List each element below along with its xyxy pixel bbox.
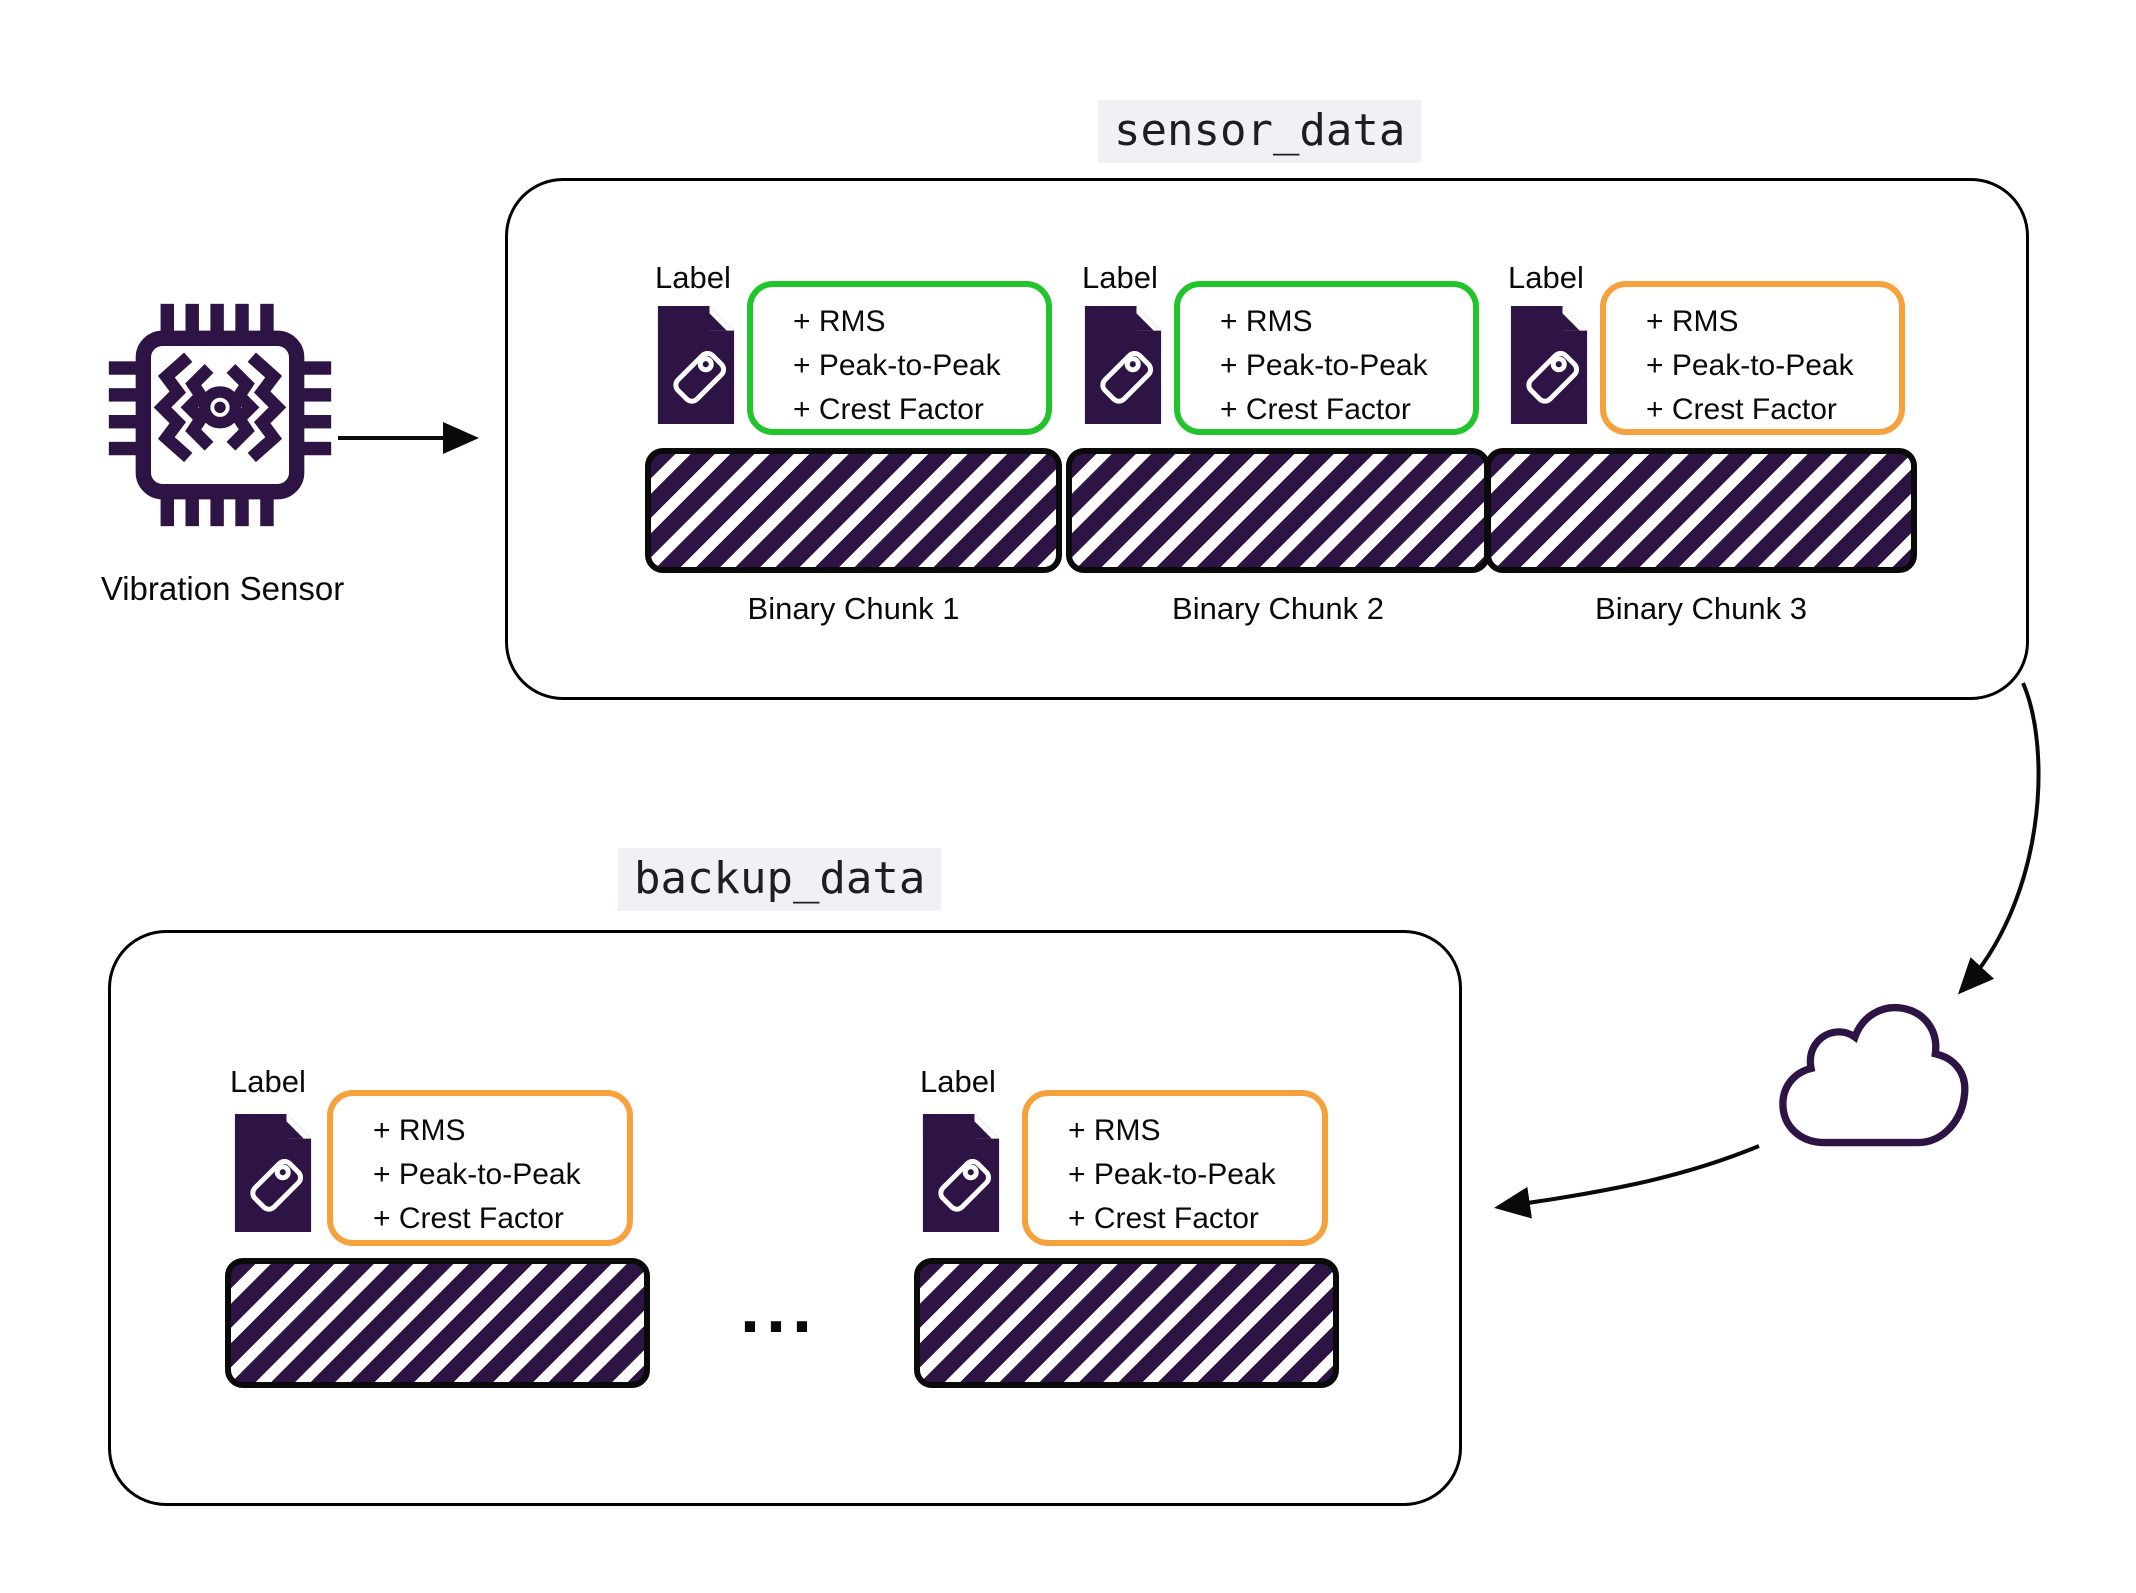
feature-line: + Peak-to-Peak xyxy=(1068,1158,1276,1191)
feature-box: + RMS + Peak-to-Peak + Crest Factor xyxy=(1022,1090,1328,1246)
binary-chunk-bar xyxy=(225,1258,650,1388)
label-tag-document-icon xyxy=(653,302,739,428)
feature-box: + RMS + Peak-to-Peak + Crest Factor xyxy=(1174,281,1479,435)
feature-line: + RMS xyxy=(1068,1114,1161,1147)
label-tag-document-icon xyxy=(918,1110,1004,1236)
feature-box: + RMS + Peak-to-Peak + Crest Factor xyxy=(1600,281,1905,435)
feature-line: + Crest Factor xyxy=(1220,393,1411,426)
feature-line: + Peak-to-Peak xyxy=(793,349,1001,382)
feature-line: + RMS xyxy=(1220,305,1313,338)
feature-line: + Peak-to-Peak xyxy=(1646,349,1854,382)
binary-chunk-label: Binary Chunk 3 xyxy=(1595,591,1807,626)
feature-box: + RMS + Peak-to-Peak + Crest Factor xyxy=(747,281,1052,435)
backup-data-title: backup_data xyxy=(618,848,942,911)
sensor-data-container xyxy=(505,178,2029,700)
feature-line: + Crest Factor xyxy=(1646,393,1837,426)
cloud-to-backup-arrow xyxy=(1462,1118,1772,1228)
label-tag-document-icon xyxy=(1506,302,1592,428)
label-text: Label xyxy=(1082,260,1158,295)
feature-line: + Crest Factor xyxy=(373,1202,564,1235)
vibration-sensor-caption: Vibration Sensor xyxy=(100,570,345,607)
data-to-cloud-arrow xyxy=(1900,655,2100,1020)
binary-chunk-label: Binary Chunk 1 xyxy=(747,591,960,626)
feature-line: + RMS xyxy=(793,305,886,338)
feature-line: + Peak-to-Peak xyxy=(1220,349,1428,382)
feature-line: + RMS xyxy=(1646,305,1739,338)
binary-chunk-bar xyxy=(645,448,1062,573)
feature-line: + RMS xyxy=(373,1114,466,1147)
ellipsis-text: ... xyxy=(740,1268,819,1348)
binary-chunk-bar xyxy=(914,1258,1339,1388)
vibration-sensor-chip-icon xyxy=(105,300,335,530)
binary-chunk-bar xyxy=(1066,448,1490,573)
feature-line: + Crest Factor xyxy=(793,393,984,426)
feature-box: + RMS + Peak-to-Peak + Crest Factor xyxy=(327,1090,633,1246)
feature-line: + Crest Factor xyxy=(1068,1202,1259,1235)
sensor-to-data-arrow xyxy=(335,418,505,458)
sensor-data-title: sensor_data xyxy=(1098,100,1422,163)
feature-line: + Peak-to-Peak xyxy=(373,1158,581,1191)
label-text: Label xyxy=(230,1064,306,1099)
binary-chunk-label: Binary Chunk 2 xyxy=(1172,591,1384,626)
binary-chunk-bar xyxy=(1485,448,1917,573)
cloud-icon xyxy=(1770,988,1990,1153)
label-text: Label xyxy=(920,1064,996,1099)
label-text: Label xyxy=(1508,260,1584,295)
label-text: Label xyxy=(655,260,731,295)
label-tag-document-icon xyxy=(230,1110,316,1236)
label-tag-document-icon xyxy=(1080,302,1166,428)
